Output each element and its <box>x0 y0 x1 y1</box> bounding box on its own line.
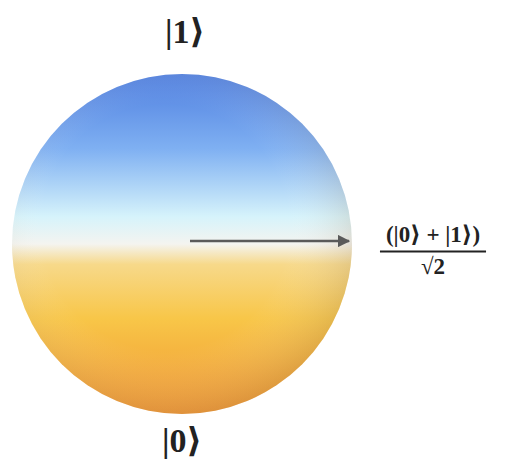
state-vector-arrow <box>190 240 349 243</box>
fraction-denominator: √2 <box>421 254 445 280</box>
basis-state-label: |0⟩ <box>162 421 202 460</box>
fraction-bar <box>380 250 486 252</box>
sphere-shading <box>12 74 352 414</box>
fraction-numerator: (|0⟩ + |1⟩) <box>386 222 480 248</box>
qubit-sphere <box>12 74 352 414</box>
basis-state-label: |1⟩ <box>165 12 205 51</box>
